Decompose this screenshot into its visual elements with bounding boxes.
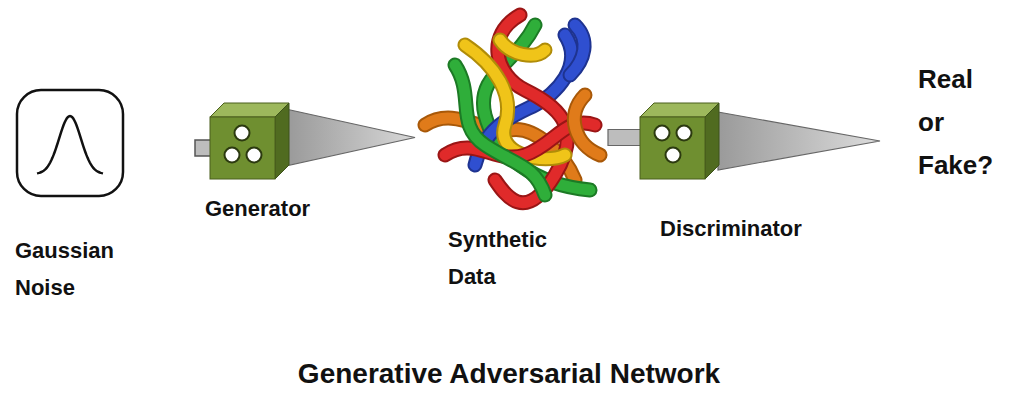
output-label: Real or Fake? bbox=[918, 58, 993, 187]
synthetic-data-tangle bbox=[425, 15, 600, 203]
node-shape bbox=[195, 95, 289, 180]
output-arrow bbox=[718, 112, 880, 170]
diagram-title: Generative Adversarial Network bbox=[0, 358, 1018, 390]
node-shape bbox=[415, 5, 610, 205]
node-shape bbox=[15, 88, 125, 198]
generator-box: Generator bbox=[195, 95, 289, 227]
node-cube bbox=[195, 103, 289, 179]
node-shape bbox=[640, 95, 720, 180]
node-label: Synthetic Data bbox=[448, 221, 547, 296]
noise-source: Gaussian Noise bbox=[15, 88, 125, 307]
synthetic-data: Synthetic Data bbox=[415, 5, 610, 296]
node-label: Gaussian Noise bbox=[15, 232, 114, 307]
flow-arrow bbox=[288, 110, 415, 166]
flow-arrow bbox=[608, 130, 641, 146]
node-label: Generator bbox=[205, 190, 299, 227]
noise-icon-frame bbox=[17, 90, 123, 196]
node-cube bbox=[640, 103, 880, 179]
node-label: Discriminator bbox=[660, 210, 740, 247]
discriminator-box: Discriminator bbox=[640, 95, 720, 247]
bell-curve bbox=[37, 116, 103, 173]
